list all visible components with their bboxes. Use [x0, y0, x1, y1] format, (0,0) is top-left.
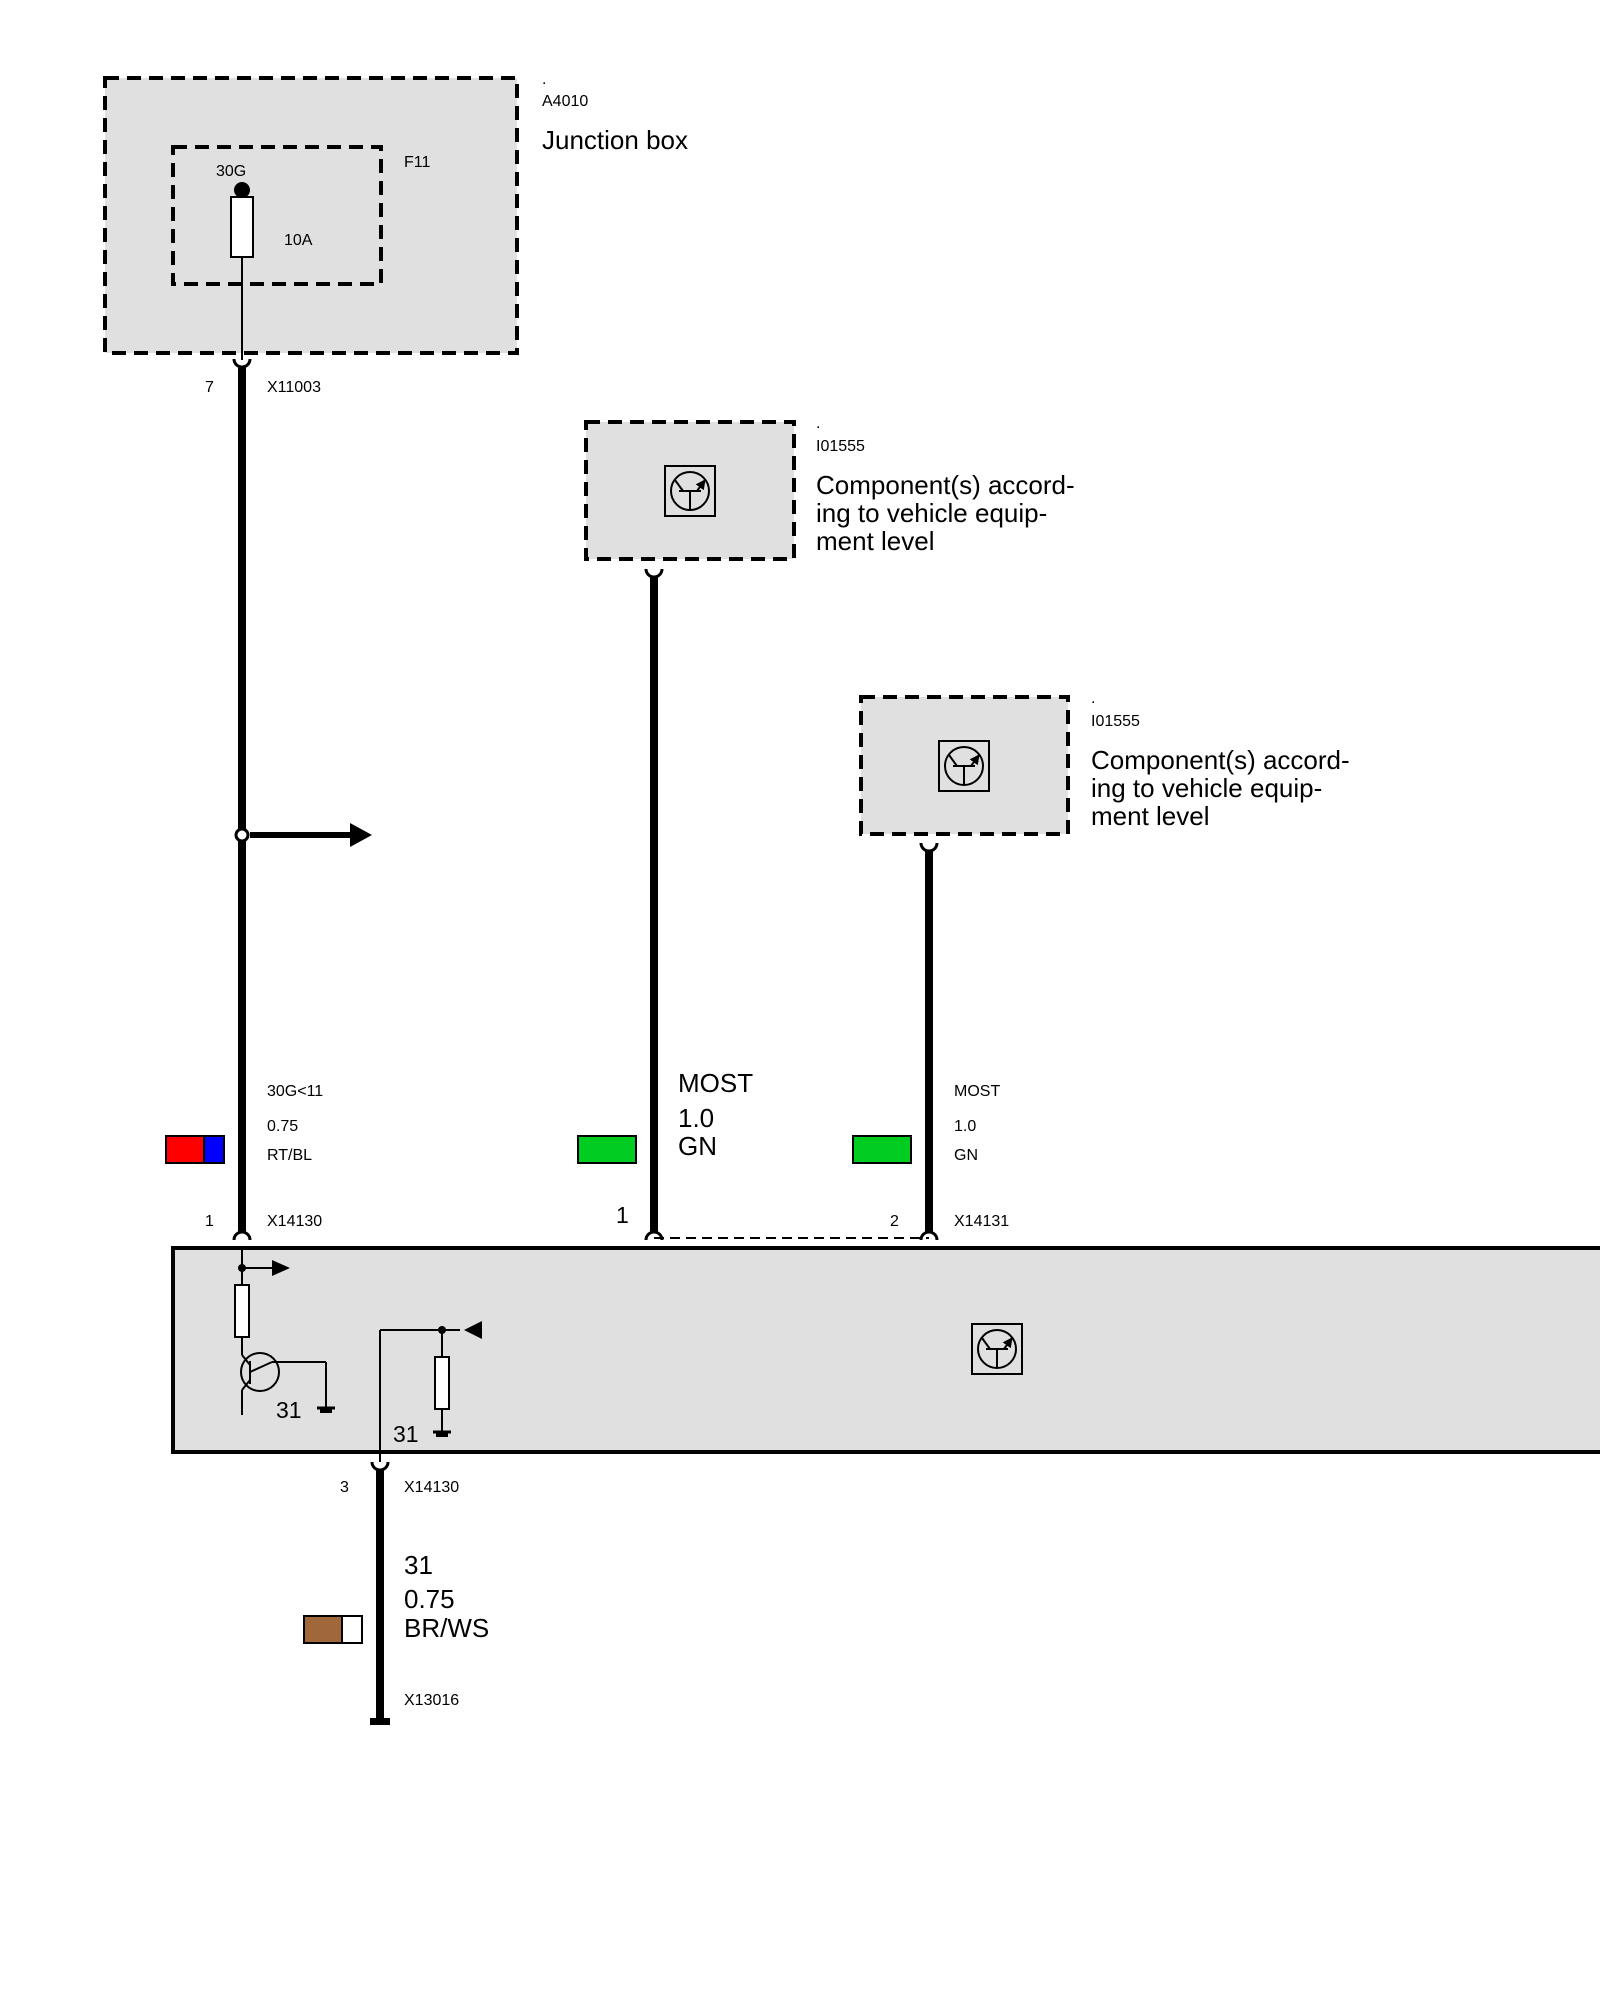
most2-gauge-label: 1.0 [954, 1118, 976, 1135]
component-1-dot: . [816, 415, 820, 432]
component-1-title-line-3: ment level [816, 526, 935, 556]
resistor-icon [434, 1356, 450, 1410]
junction-box-title: Junction box [542, 125, 688, 155]
connector-x14130-pin1-symbol [232, 1230, 252, 1241]
most1-color-code-label: GN [678, 1131, 717, 1161]
junction-connector-label: X11003 [267, 379, 321, 396]
power-gauge-label: 0.75 [267, 1118, 298, 1135]
ground-terminal-icon [370, 1718, 390, 1725]
component-box-2 [859, 695, 1070, 836]
ground-pin-label: 3 [340, 1479, 349, 1496]
internal-arrow-icon [272, 1260, 290, 1276]
ground-gauge-label: 0.75 [404, 1584, 455, 1614]
component-1-connector-symbol [644, 568, 664, 579]
component-2-dot: . [1091, 690, 1095, 707]
fuse-rating-label: 10A [284, 232, 313, 249]
power-color-code-label: RT/BL [267, 1147, 312, 1164]
transistor-icon [971, 1323, 1023, 1375]
component-2-title-line-1: Component(s) accord- [1091, 745, 1350, 775]
power-swatch-a [165, 1135, 205, 1164]
ground-swatch-b [341, 1615, 363, 1644]
most2-pin-label: 2 [890, 1213, 899, 1230]
ground-signal-label: 31 [404, 1550, 433, 1580]
ground-connector-bottom-label: X13016 [404, 1692, 459, 1709]
junction-pin-label: 7 [205, 379, 214, 396]
fuse-id-label: F11 [404, 154, 430, 171]
resistor-icon [234, 1284, 250, 1338]
power-swatch-b [203, 1135, 225, 1164]
transistor-icon [664, 465, 716, 517]
transistor-icon [240, 1352, 327, 1415]
most1-gauge-label: 1.0 [678, 1103, 714, 1133]
junction-box-dot: . [542, 71, 546, 88]
component-2-title-line-3: ment level [1091, 801, 1210, 831]
power-connector-label: X14130 [267, 1213, 322, 1230]
power-pin-label: 1 [205, 1213, 214, 1230]
ground-label-1: 31 [276, 1397, 302, 1423]
component-1-title-line-1: Component(s) accord- [816, 470, 1075, 500]
connector-x14130-pin3-symbol [370, 1461, 390, 1472]
component-2-id: I01555 [1091, 713, 1140, 730]
most1-pin-label: 1 [616, 1202, 629, 1228]
fuse-icon [230, 196, 254, 258]
junction-box-id: A4010 [542, 93, 588, 110]
ground-label-2: 31 [393, 1421, 419, 1447]
fuse-holder-box [171, 145, 383, 286]
component-2-title-line-2: ing to vehicle equip- [1091, 773, 1322, 803]
control-unit: 31 31 [171, 1246, 1600, 1462]
ground-color-code-label: BR/WS [404, 1613, 489, 1643]
power-signal-label: 30G<11 [267, 1083, 323, 1100]
ground-connector-top-label: X14130 [404, 1479, 459, 1496]
most1-signal-label: MOST [678, 1068, 753, 1098]
connector-most1-symbol [644, 1230, 664, 1241]
most2-color-code-label: GN [954, 1147, 978, 1164]
transistor-icon [938, 740, 990, 792]
most2-connector-label: X14131 [954, 1213, 1009, 1230]
connector-x11003-symbol [232, 358, 252, 369]
branch-arrow-icon [350, 823, 372, 847]
component-1-title-line-2: ing to vehicle equip- [816, 498, 1047, 528]
junction-box: 30G F11 10A [103, 76, 519, 360]
component-2-connector-symbol [919, 842, 939, 853]
fuse-terminal-label: 30G [216, 163, 246, 180]
component-box-1 [584, 420, 796, 561]
most2-swatch [852, 1135, 912, 1164]
component-1-id: I01555 [816, 438, 865, 455]
most1-swatch [577, 1135, 637, 1164]
connector-x14131-symbol [919, 1230, 939, 1241]
internal-input-arrow-icon [464, 1321, 482, 1339]
ground-swatch-a [303, 1615, 343, 1644]
most2-signal-label: MOST [954, 1083, 1000, 1100]
splice-point [234, 827, 250, 843]
